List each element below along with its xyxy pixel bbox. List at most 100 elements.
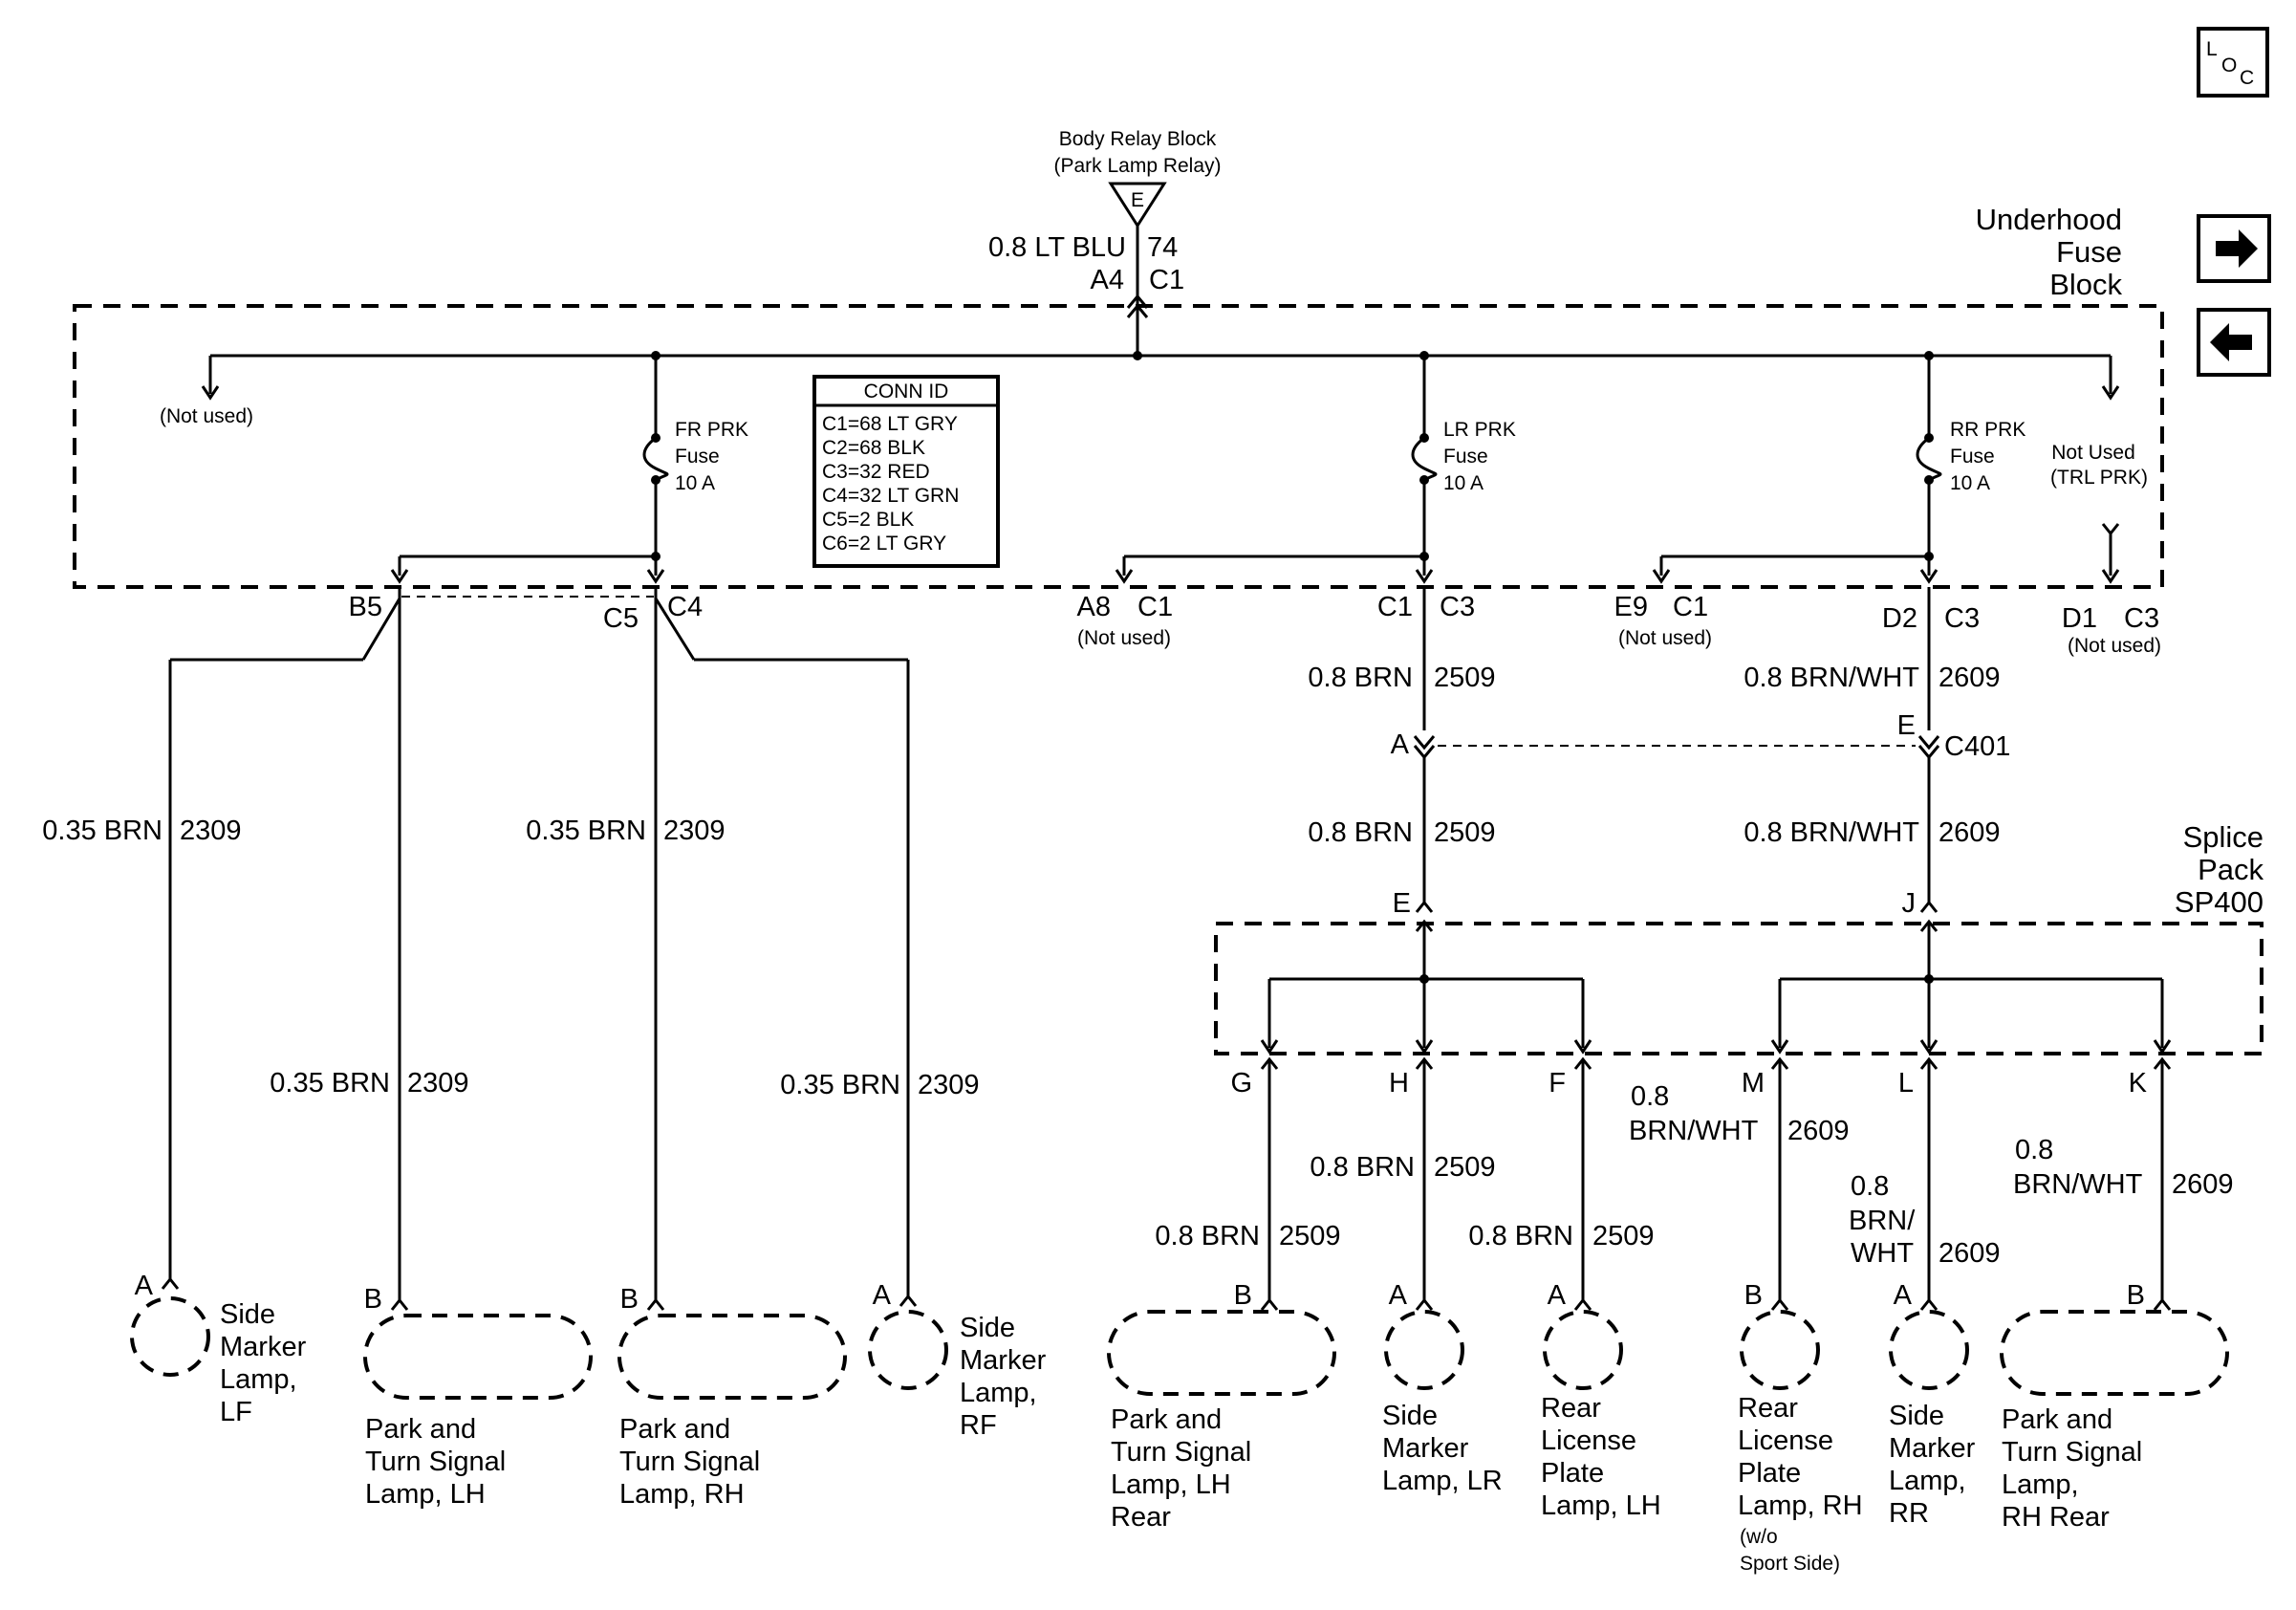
lamp-license-plate-lh: A Rear License Plate Lamp, LH <box>1541 1280 1661 1521</box>
splice-title-2: Pack <box>2198 853 2264 886</box>
svg-text:RR: RR <box>1889 1498 1929 1529</box>
svg-text:Park and: Park and <box>2002 1404 2112 1435</box>
wire-2509-3-gauge: 0.8 BRN <box>1155 1221 1260 1251</box>
svg-text:A: A <box>1391 729 1410 760</box>
lamp-side-marker-rr: A Side Marker Lamp, RR <box>1889 1280 1976 1529</box>
svg-text:Marker: Marker <box>220 1332 307 1362</box>
svg-text:Marker: Marker <box>960 1345 1047 1376</box>
svg-text:A: A <box>1389 1280 1408 1311</box>
splice-in-e: E <box>1393 888 1411 919</box>
wire-2609-k-num: 2609 <box>2172 1169 2234 1200</box>
svg-text:A: A <box>135 1271 154 1301</box>
conn-c4: C4 <box>667 592 703 622</box>
splice-title-3: SP400 <box>2175 885 2264 919</box>
conn-id-row: C1=68 LT GRY <box>822 413 958 435</box>
svg-text:B: B <box>1234 1280 1252 1311</box>
wire-2609-2-num: 2609 <box>1939 817 2001 848</box>
svg-text:Park and: Park and <box>1111 1404 1222 1435</box>
source-title: Body Relay Block <box>1059 128 1217 150</box>
lr-prk-label-2: Fuse <box>1443 446 1488 468</box>
lamp-park-turn-rh-rear: B Park and Turn Signal Lamp, RH Rear <box>2000 1280 2229 1533</box>
not-used-trl-2: (TRL PRK) <box>2050 467 2148 489</box>
ufb-title-3: Block <box>2049 268 2122 301</box>
conn-id-row: C2=68 BLK <box>822 437 925 459</box>
splice-in-j: J <box>1902 888 1917 919</box>
conn-id-row: C6=2 LT GRY <box>822 533 946 555</box>
conn-d2: D2 <box>1882 603 1917 634</box>
connector-c401: A E C401 <box>1391 710 2011 762</box>
wire-2509-4-gauge: 0.8 BRN <box>1310 1152 1415 1183</box>
svg-text:Lamp, LR: Lamp, LR <box>1382 1466 1503 1496</box>
svg-text:E: E <box>1131 189 1144 211</box>
conn-b5: B5 <box>349 592 382 622</box>
conn-id-row: C5=2 BLK <box>822 509 914 531</box>
conn-c3: C3 <box>1440 592 1475 622</box>
lr-prk-label-1: LR PRK <box>1443 419 1516 441</box>
svg-text:Side: Side <box>1889 1401 1944 1431</box>
lamp-park-turn-lh-rear: B Park and Turn Signal Lamp, LH Rear <box>1107 1280 1336 1533</box>
wire-2609-1-num: 2609 <box>1939 663 2001 693</box>
svg-text:Plate: Plate <box>1541 1458 1604 1489</box>
fr-prk-label-3: 10 A <box>675 472 715 494</box>
splice-out-f: F <box>1549 1068 1566 1099</box>
svg-text:Rear: Rear <box>1541 1393 1601 1424</box>
lamp-park-turn-rh: B Park and Turn Signal Lamp, RH <box>617 1284 847 1510</box>
splice-out-g: G <box>1230 1068 1252 1099</box>
wire-2309-d-gauge: 0.35 BRN <box>780 1070 900 1100</box>
forward-arrow-icon[interactable] <box>2197 214 2271 283</box>
splice-pack-sp400 <box>1214 922 2264 1055</box>
svg-text:Side: Side <box>220 1299 275 1330</box>
lamp-side-marker-rf: A Side Marker Lamp, RF <box>868 1280 1047 1441</box>
not-used-trl-1: Not Used <box>2051 442 2135 464</box>
conn-e9-note: (Not used) <box>1618 627 1712 649</box>
svg-text:Lamp, LH: Lamp, LH <box>365 1479 486 1510</box>
conn-d1-note: (Not used) <box>2068 635 2161 657</box>
underhood-fuse-block <box>73 304 2164 589</box>
wire-2309-c-gauge: 0.35 BRN <box>526 816 646 846</box>
conn-a8: A8 <box>1077 592 1111 622</box>
wire-2309-b-num: 2309 <box>407 1068 469 1099</box>
conn-id-row: C4=32 LT GRN <box>822 485 959 507</box>
svg-text:Park and: Park and <box>619 1414 730 1445</box>
splice-out-k: K <box>2129 1068 2148 1099</box>
conn-a8-note: (Not used) <box>1077 627 1171 649</box>
wire-2609-k-l2: BRN/WHT <box>2013 1169 2143 1200</box>
conn-c5: C5 <box>603 603 639 634</box>
splice-out-h: H <box>1389 1068 1409 1099</box>
svg-text:Sport Side): Sport Side) <box>1740 1553 1840 1575</box>
conn-id-row: C3=32 RED <box>822 461 930 483</box>
wire-2509-3-num: 2509 <box>1279 1221 1341 1251</box>
conn-d1-c3: C3 <box>2124 603 2159 634</box>
svg-text:Lamp, RH: Lamp, RH <box>1738 1490 1863 1521</box>
svg-text:Turn Signal: Turn Signal <box>1111 1437 1251 1468</box>
wire-2609-2-gauge: 0.8 BRN/WHT <box>1744 817 1919 848</box>
conn-id-table: CONN ID C1=68 LT GRY C2=68 BLK C3=32 RED… <box>812 375 1000 568</box>
lamp-license-plate-rh: B Rear License Plate Lamp, RH (w/o Sport… <box>1738 1280 1863 1575</box>
conn-a8-c1: C1 <box>1137 592 1173 622</box>
svg-text:E: E <box>1897 710 1916 741</box>
rr-prk-label-3: 10 A <box>1950 472 1990 494</box>
wire-2609-k-l1: 0.8 <box>2015 1135 2053 1165</box>
main-wire-conn: C1 <box>1149 265 1184 295</box>
loc-icon[interactable]: L O C <box>2197 27 2269 98</box>
back-arrow-icon[interactable] <box>2197 308 2271 377</box>
wire-2609-l-l2: BRN/ <box>1849 1206 1916 1236</box>
wire-2509-2-num: 2509 <box>1434 817 1496 848</box>
svg-text:Plate: Plate <box>1738 1458 1801 1489</box>
wire-2609-m-l2: BRN/WHT <box>1629 1116 1759 1146</box>
wire-2509-1-gauge: 0.8 BRN <box>1308 663 1413 693</box>
loc-o: O <box>2221 54 2237 76</box>
svg-text:Side: Side <box>1382 1401 1438 1431</box>
conn-d2-c3: C3 <box>1944 603 1980 634</box>
svg-text:Lamp, RH: Lamp, RH <box>619 1479 745 1510</box>
svg-text:License: License <box>1738 1425 1833 1456</box>
conn-d1: D1 <box>2062 603 2097 634</box>
ufb-title-1: Underhood <box>1976 203 2122 236</box>
wire-2509-1-num: 2509 <box>1434 663 1496 693</box>
svg-text:A: A <box>1548 1280 1567 1311</box>
svg-text:B: B <box>364 1284 382 1315</box>
svg-text:Lamp,: Lamp, <box>220 1364 297 1395</box>
splice-out-m: M <box>1742 1068 1765 1099</box>
wire-2609-l-l3: WHT <box>1851 1238 1914 1269</box>
conn-c1: C1 <box>1377 592 1413 622</box>
